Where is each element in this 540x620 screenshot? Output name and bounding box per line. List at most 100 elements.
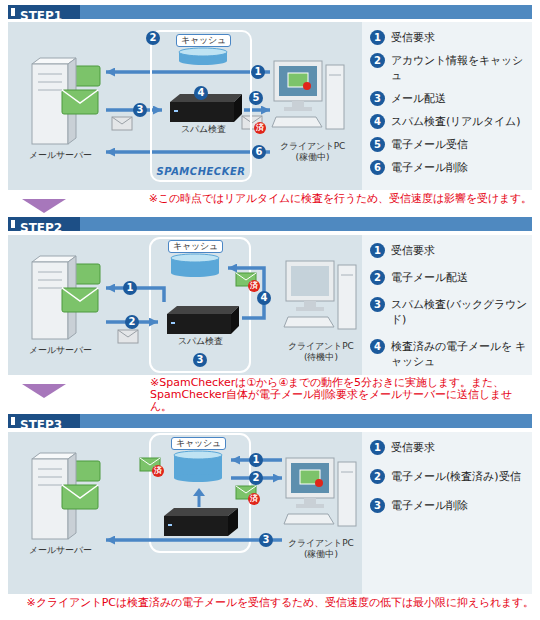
client-pc: クライアントPC(稼働中) <box>282 452 360 577</box>
device-led <box>171 322 175 324</box>
list-row: 4検査済みの電子メールを キャッシュ <box>370 339 528 369</box>
node-caption: クライアントPC <box>280 141 346 152</box>
cylinder-top <box>179 48 227 56</box>
drive-slot <box>38 477 62 478</box>
list-item: 受信要求 <box>391 440 435 455</box>
callout-number: 4 <box>257 291 271 305</box>
node-caption: (稼働中) <box>295 152 329 163</box>
list-item: 電子メール削除 <box>391 160 468 175</box>
envelope-icon <box>112 117 132 130</box>
callout-number: 2 <box>249 471 263 485</box>
spamchecker-device <box>228 508 238 536</box>
note-text: ※SpamCheckerは①から④までの動作を5分おきに実施します。また、 Sp… <box>150 377 532 413</box>
callout-number: 1 <box>249 453 263 467</box>
keyboard <box>284 317 334 327</box>
checked-stamp: 済 <box>248 493 260 505</box>
list-row: 2電子メール(検査済み)受信 <box>370 469 528 484</box>
step-heading: STEP3 <box>20 418 62 432</box>
envelope-icon <box>62 90 98 114</box>
list-number: 1 <box>370 30 385 45</box>
cache-cylinder <box>170 47 236 66</box>
monitor-stand <box>304 301 316 307</box>
envelope-flap <box>140 458 160 465</box>
node-caption: メールサーバー <box>29 150 92 161</box>
step-triangle <box>22 199 66 213</box>
screen <box>279 66 317 96</box>
keyboard <box>272 117 322 127</box>
envelope-icon <box>62 485 98 509</box>
panel-ground <box>8 432 532 594</box>
device-top <box>167 306 239 314</box>
envelope-icon <box>118 330 138 343</box>
device-led <box>168 524 172 526</box>
list-item: 電子メール削除 <box>391 498 468 513</box>
list-number: 2 <box>370 270 385 285</box>
envelope-flap <box>112 117 132 124</box>
list-item: 電子メール配送 <box>391 270 468 285</box>
node-caption: スパム検査 <box>178 336 223 347</box>
connector-arrow <box>106 150 270 154</box>
checked-stamp: 済 <box>248 280 260 292</box>
monitor <box>274 61 322 101</box>
step-list: 1受信要求2電子メール配送3スパム検査(バックグラウンド)4検査済みの電子メール… <box>362 235 532 375</box>
cache-label: キャッシュ <box>176 34 231 47</box>
node-caption: メールサーバー <box>29 545 92 556</box>
drive-slot <box>341 472 353 473</box>
panel-ground <box>8 22 532 190</box>
envelope-flap <box>62 90 98 103</box>
monitor-base <box>296 307 324 311</box>
envelope-flap <box>118 330 138 337</box>
stamp-dot <box>315 479 323 487</box>
step-heading: STEP1 <box>20 9 62 23</box>
list-item: 受信要求 <box>391 30 435 45</box>
keyboard <box>284 514 334 524</box>
header-marker <box>11 8 15 16</box>
cache-label: キャッシュ <box>168 240 223 253</box>
list-row: 3電子メール削除 <box>370 498 528 513</box>
screen <box>291 463 329 493</box>
list-number: 3 <box>370 297 385 312</box>
server-illustration <box>14 447 106 545</box>
list-row: 6電子メール削除 <box>370 160 528 175</box>
list-item: 電子メール受信 <box>391 137 468 152</box>
header-bar <box>8 5 532 19</box>
list-number: 1 <box>370 440 385 455</box>
list-item: アカウント情報をキャッシュ <box>391 53 528 83</box>
node-caption: (待機中) <box>304 352 338 363</box>
list-item: メール配送 <box>391 91 446 106</box>
step-list: 1受信要求2アカウント情報をキャッシュ3メール配送4スパム検査(リアルタイム)5… <box>362 22 532 190</box>
drive-slot <box>329 75 341 76</box>
list-number: 2 <box>370 53 385 68</box>
cylinder-bottom <box>171 269 219 277</box>
list-row: 1 受信要求 <box>370 440 528 455</box>
pc-tower <box>338 462 356 526</box>
node-caption: クライアントPC <box>288 341 354 352</box>
pc-tower <box>326 65 344 129</box>
step-panel: STEP3メールサーバーキャッシュクライアントPC(稼働中)1受信要求2電子メー… <box>8 414 532 594</box>
drive-slot <box>341 275 353 276</box>
drive-slot <box>38 90 62 91</box>
envelope-icon <box>62 288 98 312</box>
panel-ground <box>8 235 532 375</box>
transfer-arrow <box>193 488 205 496</box>
checked-stamp: 済 <box>152 465 164 477</box>
node-caption: メールサーバー <box>29 345 92 356</box>
header-bar <box>8 217 532 231</box>
step-heading: STEP2 <box>20 221 62 235</box>
cache-box: キャッシュ <box>170 34 236 68</box>
drive-slot <box>38 280 62 281</box>
envelope-flap <box>236 486 256 493</box>
monitor <box>286 458 334 498</box>
envelope-flap <box>62 288 98 301</box>
step-panel: STEP1メールサーバーSPAMCHECKERキャッシュスパム検査クライアントP… <box>8 5 532 192</box>
monitor-stand <box>292 101 304 107</box>
cache-cylinder <box>165 450 231 483</box>
header-marker <box>11 417 15 425</box>
cache-box: キャッシュ <box>165 437 231 485</box>
step-list: 1 受信要求 2電子メール(検査済み)受信 3電子メール削除 <box>362 432 532 594</box>
callout-number: 4 <box>194 86 208 100</box>
note-text: ※クライアントPCは検査済みの電子メールを受信するため、受信速度の低下は最小限に… <box>6 597 534 609</box>
screen <box>291 266 329 296</box>
mail-server: メールサーバー <box>14 447 106 565</box>
device-front <box>170 102 234 122</box>
